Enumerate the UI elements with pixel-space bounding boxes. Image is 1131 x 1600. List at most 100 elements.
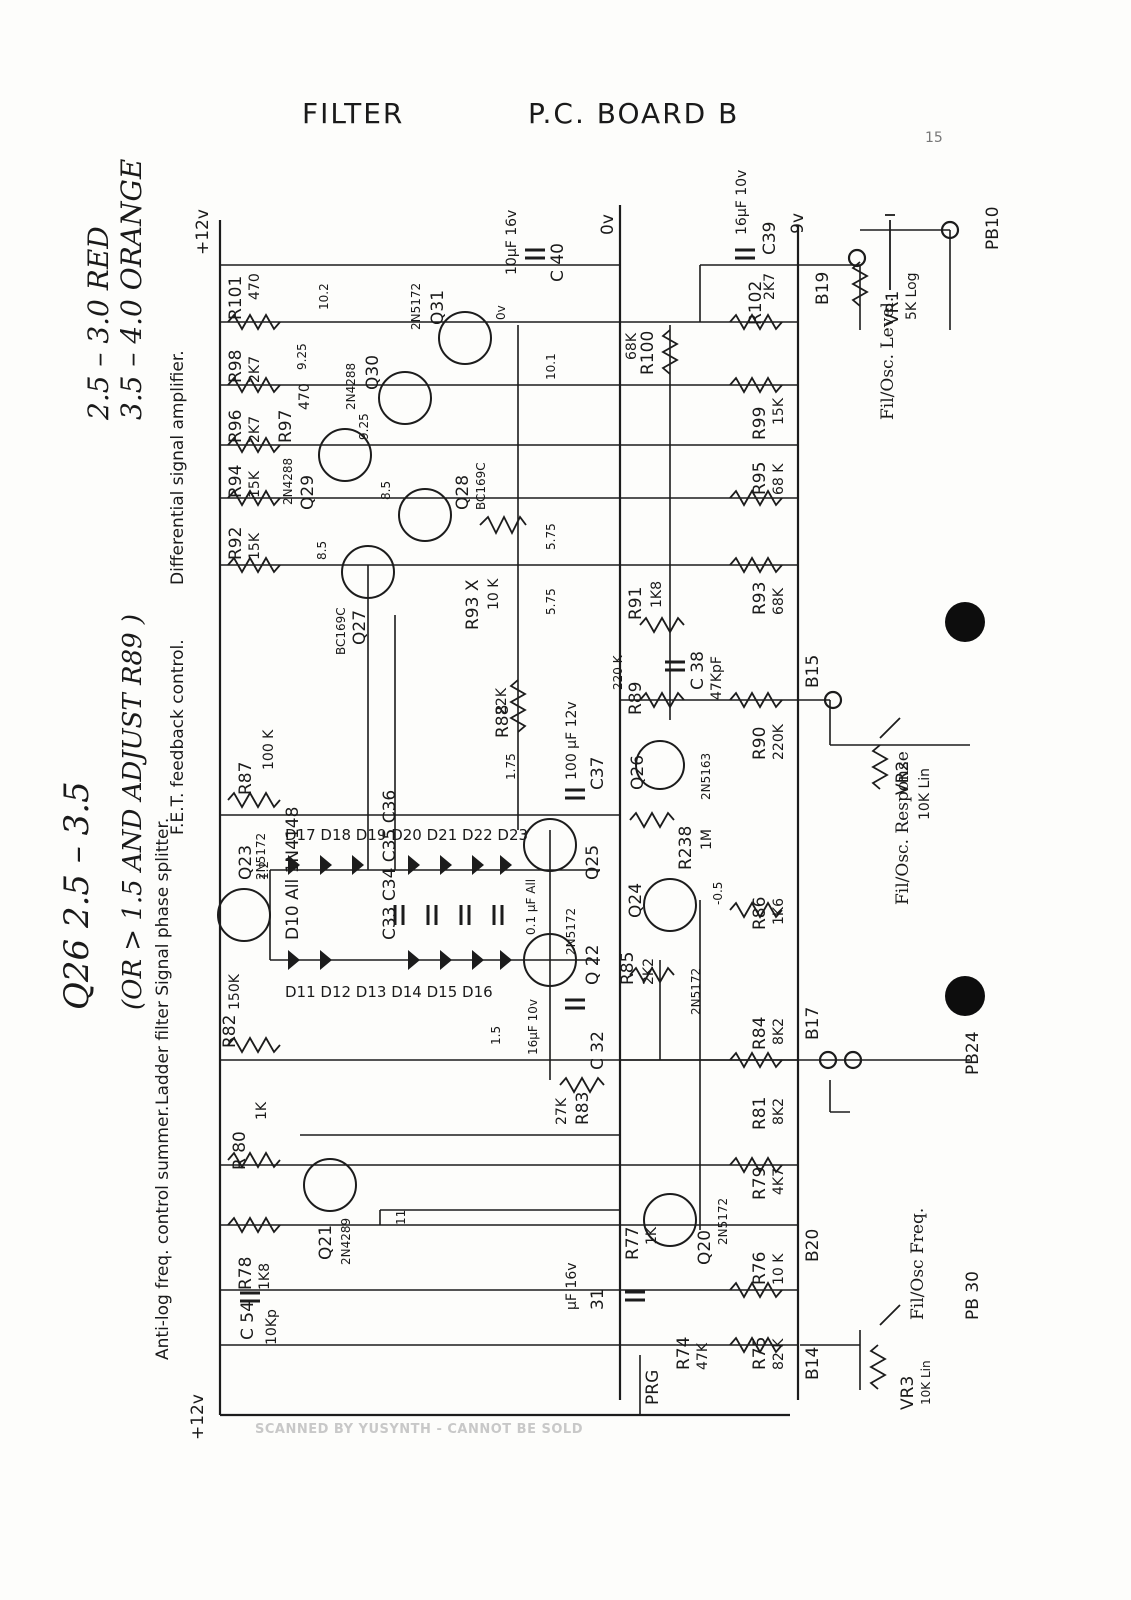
r88-label: R88 [493, 704, 513, 738]
r97-label: R97 [276, 409, 296, 443]
test-voltage: -0.5 [711, 881, 725, 905]
diodes-bottom-label: D11 D12 D13 D14 D15 D16 [285, 983, 493, 1001]
diodes-mid-label: D10 All 1N4148 [283, 806, 303, 940]
r86-label: R86 [750, 896, 770, 930]
q30-label: Q30 [363, 354, 383, 390]
q24-label: Q24 [626, 882, 646, 918]
q20-type: 2N5172 [716, 1197, 730, 1245]
test-voltage: 1.75 [504, 753, 518, 780]
q29-symbol [318, 428, 372, 482]
test-voltage: 8.5 [315, 540, 329, 560]
r81-label: R81 [750, 1096, 770, 1130]
vr3-function: Fil/Osc Freq. [908, 1207, 928, 1320]
c54-label: C 54 [238, 1301, 258, 1340]
note-q26-or: (OR > 1.5 AND ADJUST R89 ) [118, 613, 148, 1010]
r78-label: R78 [236, 1256, 256, 1290]
note-orange: 3.5 – 4.0 ORANGE [115, 158, 148, 420]
rail-neg-label: -9v [788, 212, 808, 240]
c39-label: C39 [760, 221, 780, 255]
vr2-function: Fil/Osc. Response [893, 751, 913, 905]
test-voltage: 9.25 [357, 413, 371, 440]
b17-label: B17 [803, 1006, 823, 1040]
vr3-value: 10K Lin [919, 1360, 933, 1405]
b14-label: B14 [803, 1346, 823, 1380]
q24-symbol [643, 878, 697, 932]
c37-value: 100 µF 12v [564, 701, 580, 780]
r84-label: R84 [750, 1016, 770, 1050]
r94-value: 15K [247, 471, 263, 498]
q28-label: Q28 [453, 474, 473, 510]
vr2-value: 10K Lin [917, 767, 933, 820]
c40-label: C 40 [548, 243, 568, 282]
r79-value: 4K7 [771, 1168, 787, 1195]
r90-value: 220K [771, 724, 787, 760]
binder-hole-mark [945, 976, 985, 1016]
q22-label: Q 22 [583, 944, 603, 985]
r87-label: R87 [236, 761, 256, 795]
b15-label: B15 [803, 654, 823, 688]
r101-label: R101 [226, 275, 246, 320]
r92-value: 15K [247, 533, 263, 560]
r93x-value: 10 K [486, 578, 502, 610]
q31-symbol [438, 311, 492, 365]
r101-value: 470 [247, 273, 263, 300]
r84-value: 8K2 [771, 1018, 787, 1045]
pin-b15 [823, 690, 843, 710]
q21-label: Q21 [316, 1224, 336, 1260]
rail-pos-label: +12v [193, 209, 213, 255]
test-voltage: 0v [494, 305, 508, 320]
r102-value: 2K7 [762, 273, 778, 300]
r86-value: 1K6 [771, 898, 787, 925]
q21-symbol [303, 1158, 357, 1212]
r99-label: R99 [750, 406, 770, 440]
pb24-label: PB24 [963, 1031, 983, 1075]
r76-value: 10 K [771, 1253, 787, 1285]
pin-b17 [818, 1050, 838, 1070]
test-voltage: 5.75 [544, 523, 558, 550]
r91-value: 1K8 [649, 581, 665, 608]
r77-label: R77 [623, 1226, 643, 1260]
binder-hole-mark [945, 602, 985, 642]
q23-symbol [217, 888, 271, 942]
r89-value: 220 K [611, 655, 625, 690]
r93x-label: R93 X [463, 579, 483, 631]
r80-label: R 80 [230, 1131, 250, 1170]
pin-b19 [847, 248, 867, 268]
q22-symbol [523, 933, 577, 987]
q27-type: BC169C [334, 607, 348, 655]
b19-label: B19 [813, 271, 833, 305]
pin-pb10 [940, 220, 960, 240]
r93-label: R93 [750, 581, 770, 615]
r90-label: R90 [750, 726, 770, 760]
page-number: 15 [925, 130, 943, 146]
r91-label: R91 [626, 586, 646, 620]
q30-symbol [378, 371, 432, 425]
pin-pb24 [843, 1050, 863, 1070]
q27-label: Q27 [350, 609, 370, 645]
c38-label: C 38 [688, 651, 708, 690]
r83-value: 27K [554, 1098, 570, 1125]
r93-value: 68K [771, 588, 787, 615]
test-voltage: 5.75 [544, 588, 558, 615]
pb10-label: PB10 [983, 206, 1003, 250]
q20-symbol [643, 1193, 697, 1247]
test-voltage: 10.2 [317, 283, 331, 310]
test-voltage: 9.25 [295, 343, 309, 370]
r82-value: 150K [227, 974, 243, 1010]
q26-label: Q26 [628, 754, 648, 790]
r77-value: 1K [644, 1226, 660, 1245]
r98-label: R98 [226, 349, 246, 383]
r100-value: 68K [624, 333, 640, 360]
ladder-caps-value: 0.1 µF All [524, 878, 538, 935]
rail-pos-bottom-label: +12v [188, 1394, 208, 1440]
section-ladder: Ladder filter Signal phase splitter. [153, 817, 173, 1105]
r83-label: R83 [573, 1091, 593, 1125]
r74-label: R74 [674, 1336, 694, 1370]
q24-type: 2N5172 [689, 967, 703, 1015]
test-voltage: 1.2 [257, 860, 271, 880]
c39-value: 16µF 10v [734, 169, 750, 235]
prg-label: PRG [643, 1369, 663, 1405]
note-red: 2.5 – 3.0 RED [82, 226, 115, 420]
